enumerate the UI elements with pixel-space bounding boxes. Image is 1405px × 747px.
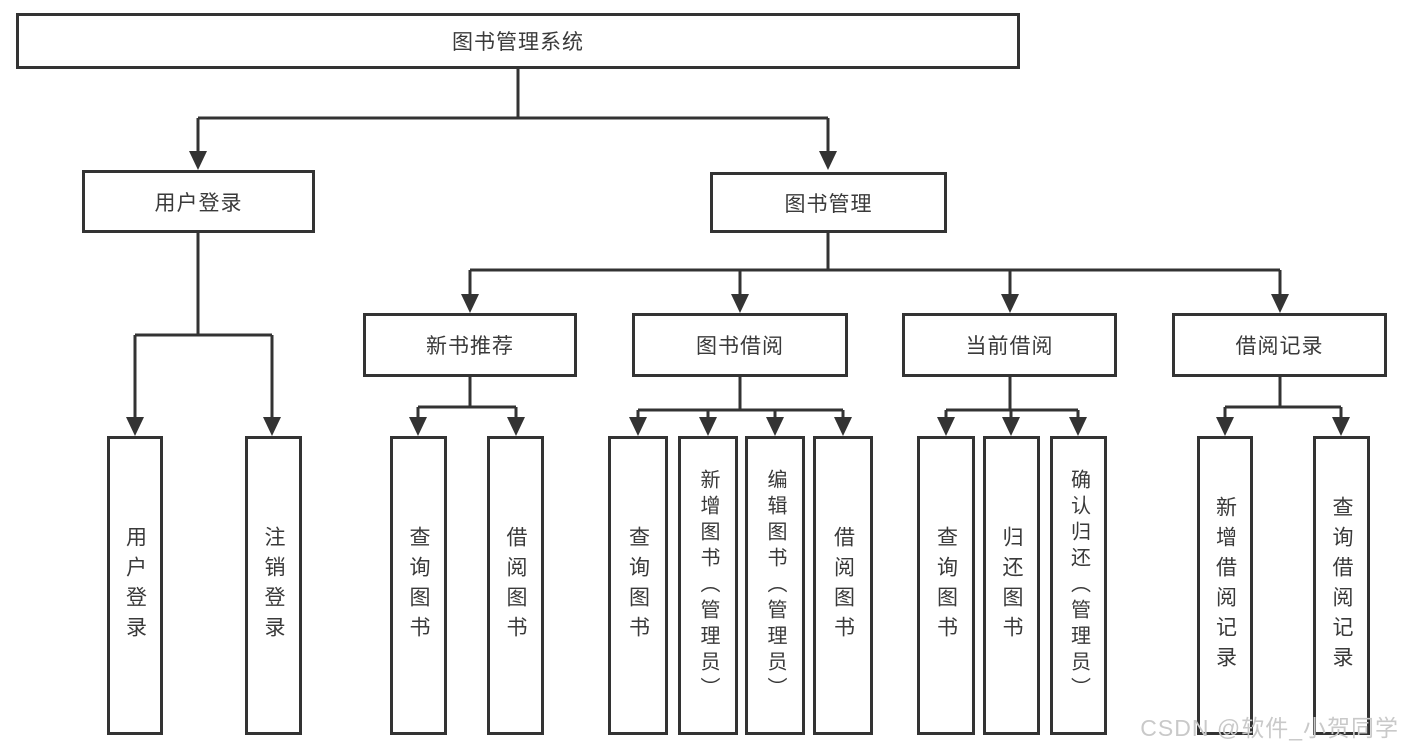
leaf-query-borrow-record: 查询借阅记录	[1313, 436, 1370, 735]
node-new-book-recommend: 新书推荐	[363, 313, 577, 377]
leaf-confirm-return-admin-label: 确认归还（管理员）	[1067, 468, 1090, 703]
leaf-query-books-current: 查询图书	[917, 436, 975, 735]
node-book-borrowing-label: 图书借阅	[696, 335, 784, 358]
leaf-add-book-admin-label: 新增图书（管理员）	[697, 468, 719, 703]
leaf-add-borrow-record-label: 新增借阅记录	[1213, 495, 1237, 676]
node-new-book-recommend-label: 新书推荐	[426, 335, 514, 358]
node-borrowing-records: 借阅记录	[1172, 313, 1387, 377]
leaf-borrow-books-label: 借阅图书	[831, 525, 855, 646]
leaf-edit-book-admin-label: 编辑图书（管理员）	[764, 468, 786, 703]
leaf-borrow-books-recommend: 借阅图书	[487, 436, 544, 735]
node-borrowing-records-label: 借阅记录	[1235, 335, 1324, 358]
leaf-return-book-label: 归还图书	[1000, 525, 1023, 646]
leaf-borrow-books-recommend-label: 借阅图书	[504, 525, 527, 646]
leaf-borrow-books: 借阅图书	[813, 436, 873, 735]
arrowheads	[126, 151, 1350, 436]
node-root-label: 图书管理系统	[452, 31, 584, 54]
leaf-query-books-current-label: 查询图书	[934, 525, 958, 646]
leaf-query-borrow-record-label: 查询借阅记录	[1330, 495, 1353, 676]
node-user-login-label: 用户登录	[154, 191, 243, 215]
leaf-query-books-recommend-label: 查询图书	[407, 525, 430, 646]
node-book-management-label: 图书管理	[784, 192, 873, 216]
csdn-watermark: CSDN @软件_小贺同学	[1140, 715, 1399, 741]
node-book-management: 图书管理	[710, 172, 947, 233]
node-current-borrowing-label: 当前借阅	[965, 335, 1054, 358]
leaf-confirm-return-admin: 确认归还（管理员）	[1050, 436, 1107, 735]
leaf-logout: 注销登录	[245, 436, 302, 735]
node-current-borrowing: 当前借阅	[902, 313, 1117, 377]
leaf-query-books-borrowing-label: 查询图书	[626, 525, 650, 646]
leaf-return-book: 归还图书	[983, 436, 1040, 735]
leaf-user-login-label: 用户登录	[123, 525, 147, 646]
leaf-query-books-borrowing: 查询图书	[608, 436, 668, 735]
leaf-logout-label: 注销登录	[262, 525, 285, 646]
leaf-user-login: 用户登录	[107, 436, 163, 735]
leaf-query-books-recommend: 查询图书	[390, 436, 447, 735]
leaf-add-borrow-record: 新增借阅记录	[1197, 436, 1253, 735]
node-book-borrowing: 图书借阅	[632, 313, 848, 377]
leaf-add-book-admin: 新增图书（管理员）	[678, 436, 738, 735]
leaf-edit-book-admin: 编辑图书（管理员）	[745, 436, 805, 735]
node-user-login: 用户登录	[82, 170, 315, 233]
node-root: 图书管理系统	[16, 13, 1020, 69]
